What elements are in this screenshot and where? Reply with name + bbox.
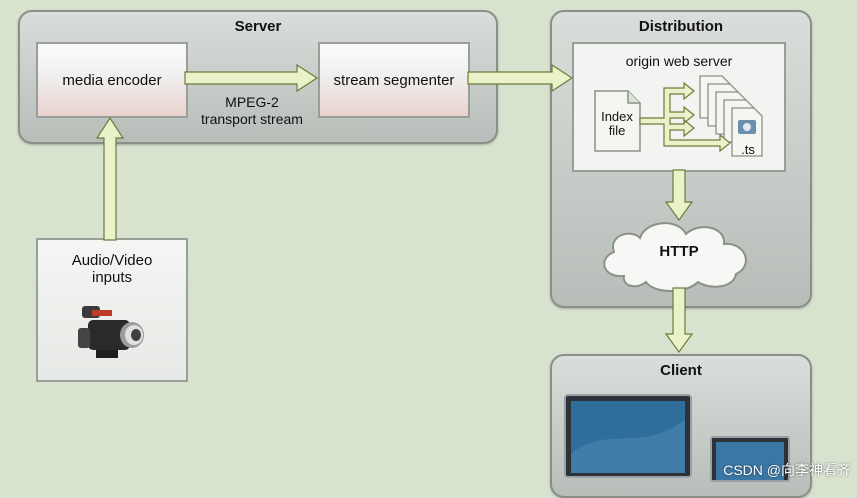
http-label: HTTP [659, 243, 699, 260]
encoder-to-segmenter-arrow [184, 63, 319, 93]
video-camera-icon [78, 306, 144, 358]
http-cloud [603, 222, 747, 292]
media-encoder-box: media encoder [36, 42, 188, 118]
transport-stream-label: MPEG-2 transport stream [201, 94, 303, 127]
index-file-icon [594, 90, 641, 152]
monitor-icon [564, 394, 692, 478]
av-inputs-title: Audio/Video inputs [71, 252, 153, 286]
index-to-ts-arrows [639, 81, 731, 153]
inputs-to-encoder-arrow [95, 116, 125, 241]
distribution-title: Distribution [638, 18, 724, 35]
stream-segmenter-label: stream segmenter [333, 71, 455, 89]
index-file-label: Index file [601, 109, 633, 138]
av-inputs-box: Audio/Video inputs [36, 238, 188, 382]
origin-to-http-arrow [664, 169, 694, 222]
segmenter-to-origin-arrow [467, 63, 574, 93]
media-encoder-label: media encoder [62, 71, 162, 89]
watermark-text: CSDN @向李神看齐 [723, 462, 851, 478]
laptop-icon [710, 436, 790, 482]
http-to-client-arrow [664, 287, 694, 354]
server-title: Server [234, 18, 282, 35]
stream-segmenter-box: stream segmenter [318, 42, 470, 118]
ts-files-stack [699, 75, 763, 157]
ts-label: .ts [741, 142, 755, 157]
origin-web-server-label: origin web server [625, 53, 733, 69]
client-title: Client [660, 362, 702, 379]
